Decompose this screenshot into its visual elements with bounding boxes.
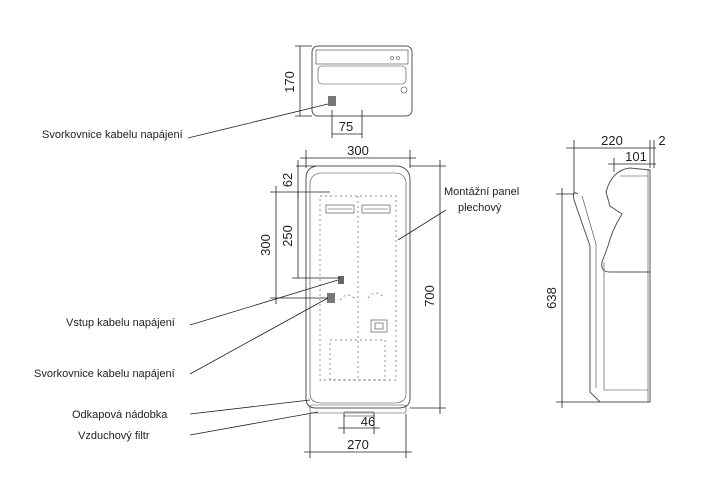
dim-side-height: 638 <box>544 287 559 309</box>
label-terminal-top: Svorkovnice kabelu napájení <box>42 129 183 141</box>
dim-front-height: 700 <box>422 285 437 307</box>
dim-front-width: 300 <box>347 143 369 158</box>
front-view <box>305 165 411 417</box>
label-drip-tray: Odkapová nádobka <box>72 409 168 421</box>
top-view: 170 75 <box>187 45 413 139</box>
label-air-filter: Vzduchový filtr <box>78 430 150 442</box>
side-view <box>573 167 651 403</box>
dim-front-mid: 250 <box>280 225 295 247</box>
dim-bottom-offset: 46 <box>361 414 375 429</box>
label-mounting-panel-1: Montážní panel <box>444 186 519 198</box>
dim-top-depth: 170 <box>282 71 297 93</box>
dim-side-inner: 101 <box>625 149 647 164</box>
label-terminal-front: Svorkovnice kabelu napájení <box>34 368 175 380</box>
label-cable-input: Vstup kabelu napájení <box>66 317 175 329</box>
dim-front-left: 300 <box>258 234 273 256</box>
dim-side-gap: 2 <box>658 133 665 148</box>
dim-side-depth: 220 <box>601 133 623 148</box>
dim-top-offset: 75 <box>339 119 353 134</box>
dim-front-upper: 62 <box>280 173 295 187</box>
label-mounting-panel-2: plechový <box>458 202 502 214</box>
dim-bottom-width: 270 <box>347 437 369 452</box>
side-dimensions: 220 2 101 638 <box>544 133 666 408</box>
front-dimensions: 300 62 250 300 700 46 270 <box>258 143 446 458</box>
